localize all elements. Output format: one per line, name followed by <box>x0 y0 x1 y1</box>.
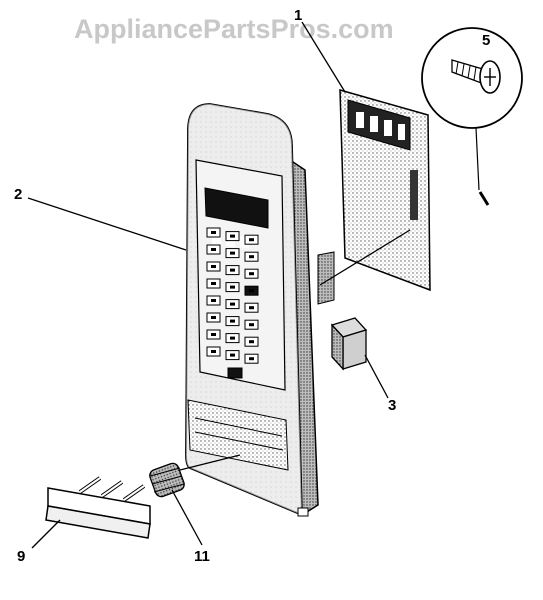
keypad-key-mark <box>230 353 235 357</box>
keypad-key-mark <box>211 316 216 319</box>
callout-11: 11 <box>194 548 210 565</box>
callout-5: 5 <box>482 32 491 49</box>
keypad-key-mark <box>211 231 216 234</box>
control-panel-part-2 <box>185 103 319 517</box>
keypad-key-mark <box>230 285 235 289</box>
keypad-key-mark <box>211 265 216 268</box>
keypad-key-mark <box>211 248 216 251</box>
keypad-grid <box>206 227 259 379</box>
leader-lines <box>27 21 411 549</box>
push-button-bar-part-9 <box>45 476 151 539</box>
keypad-key-mark <box>249 323 254 327</box>
screw-detail-part-5 <box>421 27 523 206</box>
keypad-key-mark <box>249 340 254 344</box>
keypad-key-mark <box>230 302 235 306</box>
keypad-key-mark <box>249 255 254 259</box>
keypad-key-mark <box>230 319 235 323</box>
callout-9: 9 <box>17 548 26 565</box>
callout-3: 3 <box>388 397 397 414</box>
keypad-key-mark <box>230 251 235 255</box>
keypad-key-mark <box>211 299 216 302</box>
keypad-start-key <box>227 367 243 379</box>
latch-block-part-3 <box>330 317 368 371</box>
circuit-board-part-1 <box>317 88 431 305</box>
keypad-key-mark <box>230 234 235 238</box>
keypad-key-mark <box>249 289 254 293</box>
spring-part-11 <box>149 462 185 498</box>
keypad-key-mark <box>230 268 235 272</box>
callout-2: 2 <box>14 186 23 203</box>
keypad-key-mark <box>211 333 216 336</box>
callout-1: 1 <box>294 7 303 24</box>
keypad-key-mark <box>249 238 254 242</box>
keypad-key-mark <box>249 306 254 310</box>
keypad-key-mark <box>230 336 235 340</box>
watermark-text: AppliancePartsPros.com <box>74 14 394 44</box>
keypad-key-mark <box>211 350 216 353</box>
keypad-key-mark <box>249 272 254 276</box>
keypad-key-mark <box>249 357 254 361</box>
keypad-key-mark <box>211 282 216 285</box>
